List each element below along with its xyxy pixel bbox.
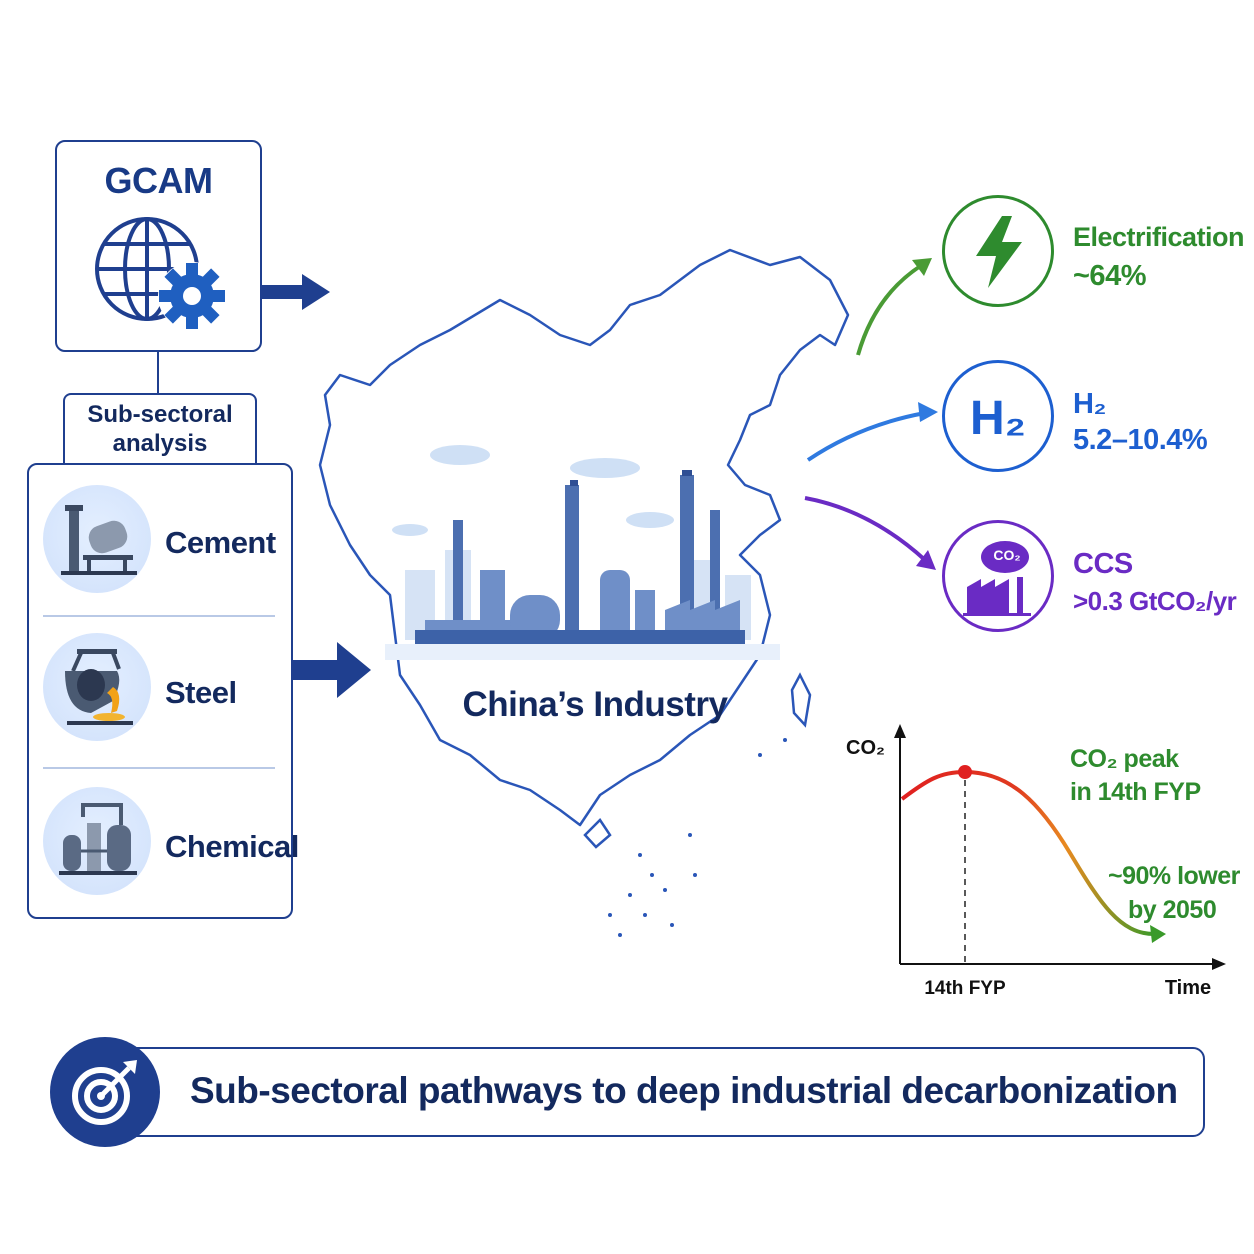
chemical-plant-icon xyxy=(59,803,137,875)
steel-ladle-icon xyxy=(65,649,133,725)
pathway-name-h2: H₂ xyxy=(1073,388,1106,420)
connector-line xyxy=(157,352,159,394)
china-map xyxy=(318,248,850,937)
sector-label-steel: Steel xyxy=(165,675,237,710)
ccs-icon-circle: CO₂ xyxy=(942,520,1054,632)
x-axis-arrowhead xyxy=(1212,958,1226,970)
cement-mixer-icon xyxy=(61,505,137,575)
annotation-peak-line1: CO₂ peak xyxy=(1070,745,1179,773)
sector-item-chemical: Chemical xyxy=(29,769,299,917)
subsectoral-box: Sub-sectoral analysis xyxy=(63,393,257,465)
co2-icon-text: CO₂ xyxy=(993,547,1021,563)
sector-item-steel: Steel xyxy=(29,617,291,765)
electrification-icon-circle xyxy=(942,195,1054,307)
footer-text: Sub-sectoral pathways to deep industrial… xyxy=(190,1070,1178,1111)
annotation-peak-line2: in 14th FYP xyxy=(1070,778,1201,806)
co2-peak-point xyxy=(958,765,972,779)
sector-arrow xyxy=(293,642,371,698)
pathway-value-h2: 5.2–10.4% xyxy=(1073,424,1208,456)
gcam-title: GCAM xyxy=(104,160,214,201)
pathway-name-ccs: CCS xyxy=(1073,548,1133,580)
sector-list-box: Cement Steel Chemical xyxy=(27,463,299,919)
x-tick-label: 14th FYP xyxy=(924,978,1006,999)
x-axis-label: Time xyxy=(1165,977,1211,999)
pathway-value-ccs: >0.3 GtCO₂/yr xyxy=(1073,586,1237,616)
sector-label-cement: Cement xyxy=(165,525,276,560)
sector-label-chemical: Chemical xyxy=(165,829,299,864)
factory-skyline-icon xyxy=(385,445,780,660)
sector-item-cement: Cement xyxy=(29,465,291,613)
footer-banner xyxy=(100,1047,1205,1137)
gcam-box: GCAM xyxy=(55,140,262,352)
co2-series-line xyxy=(900,769,1155,936)
annotation-end-line1: ~90% lower xyxy=(1108,862,1240,890)
h2-icon-circle: H₂ xyxy=(942,360,1054,472)
target-arrow-icon xyxy=(72,1060,137,1125)
divider xyxy=(43,767,275,769)
pathway-name-electrification: Electrification xyxy=(1073,222,1245,252)
subsectoral-line1: Sub-sectoral xyxy=(87,401,233,428)
y-axis-label: CO₂ xyxy=(846,737,885,759)
center-label: China’s Industry xyxy=(462,685,728,724)
annotation-end-line2: by 2050 xyxy=(1128,896,1217,924)
h2-icon: H₂ xyxy=(970,392,1026,445)
pathway-arrows xyxy=(804,258,938,570)
divider xyxy=(43,615,275,617)
lightning-bolt-icon xyxy=(976,216,1022,288)
pathway-value-electrification: ~64% xyxy=(1073,260,1146,292)
co2-trajectory-chart: CO₂ 14th FYP Time xyxy=(846,724,1226,999)
globe-gear-icon xyxy=(95,217,226,330)
co2-series-arrowhead xyxy=(1150,925,1166,943)
co2-capture-icon xyxy=(963,541,1031,616)
subsectoral-line2: analysis xyxy=(112,430,208,457)
y-axis-arrowhead xyxy=(894,724,906,738)
gcam-arrow xyxy=(260,274,330,310)
footer-icon-circle xyxy=(50,1037,160,1147)
